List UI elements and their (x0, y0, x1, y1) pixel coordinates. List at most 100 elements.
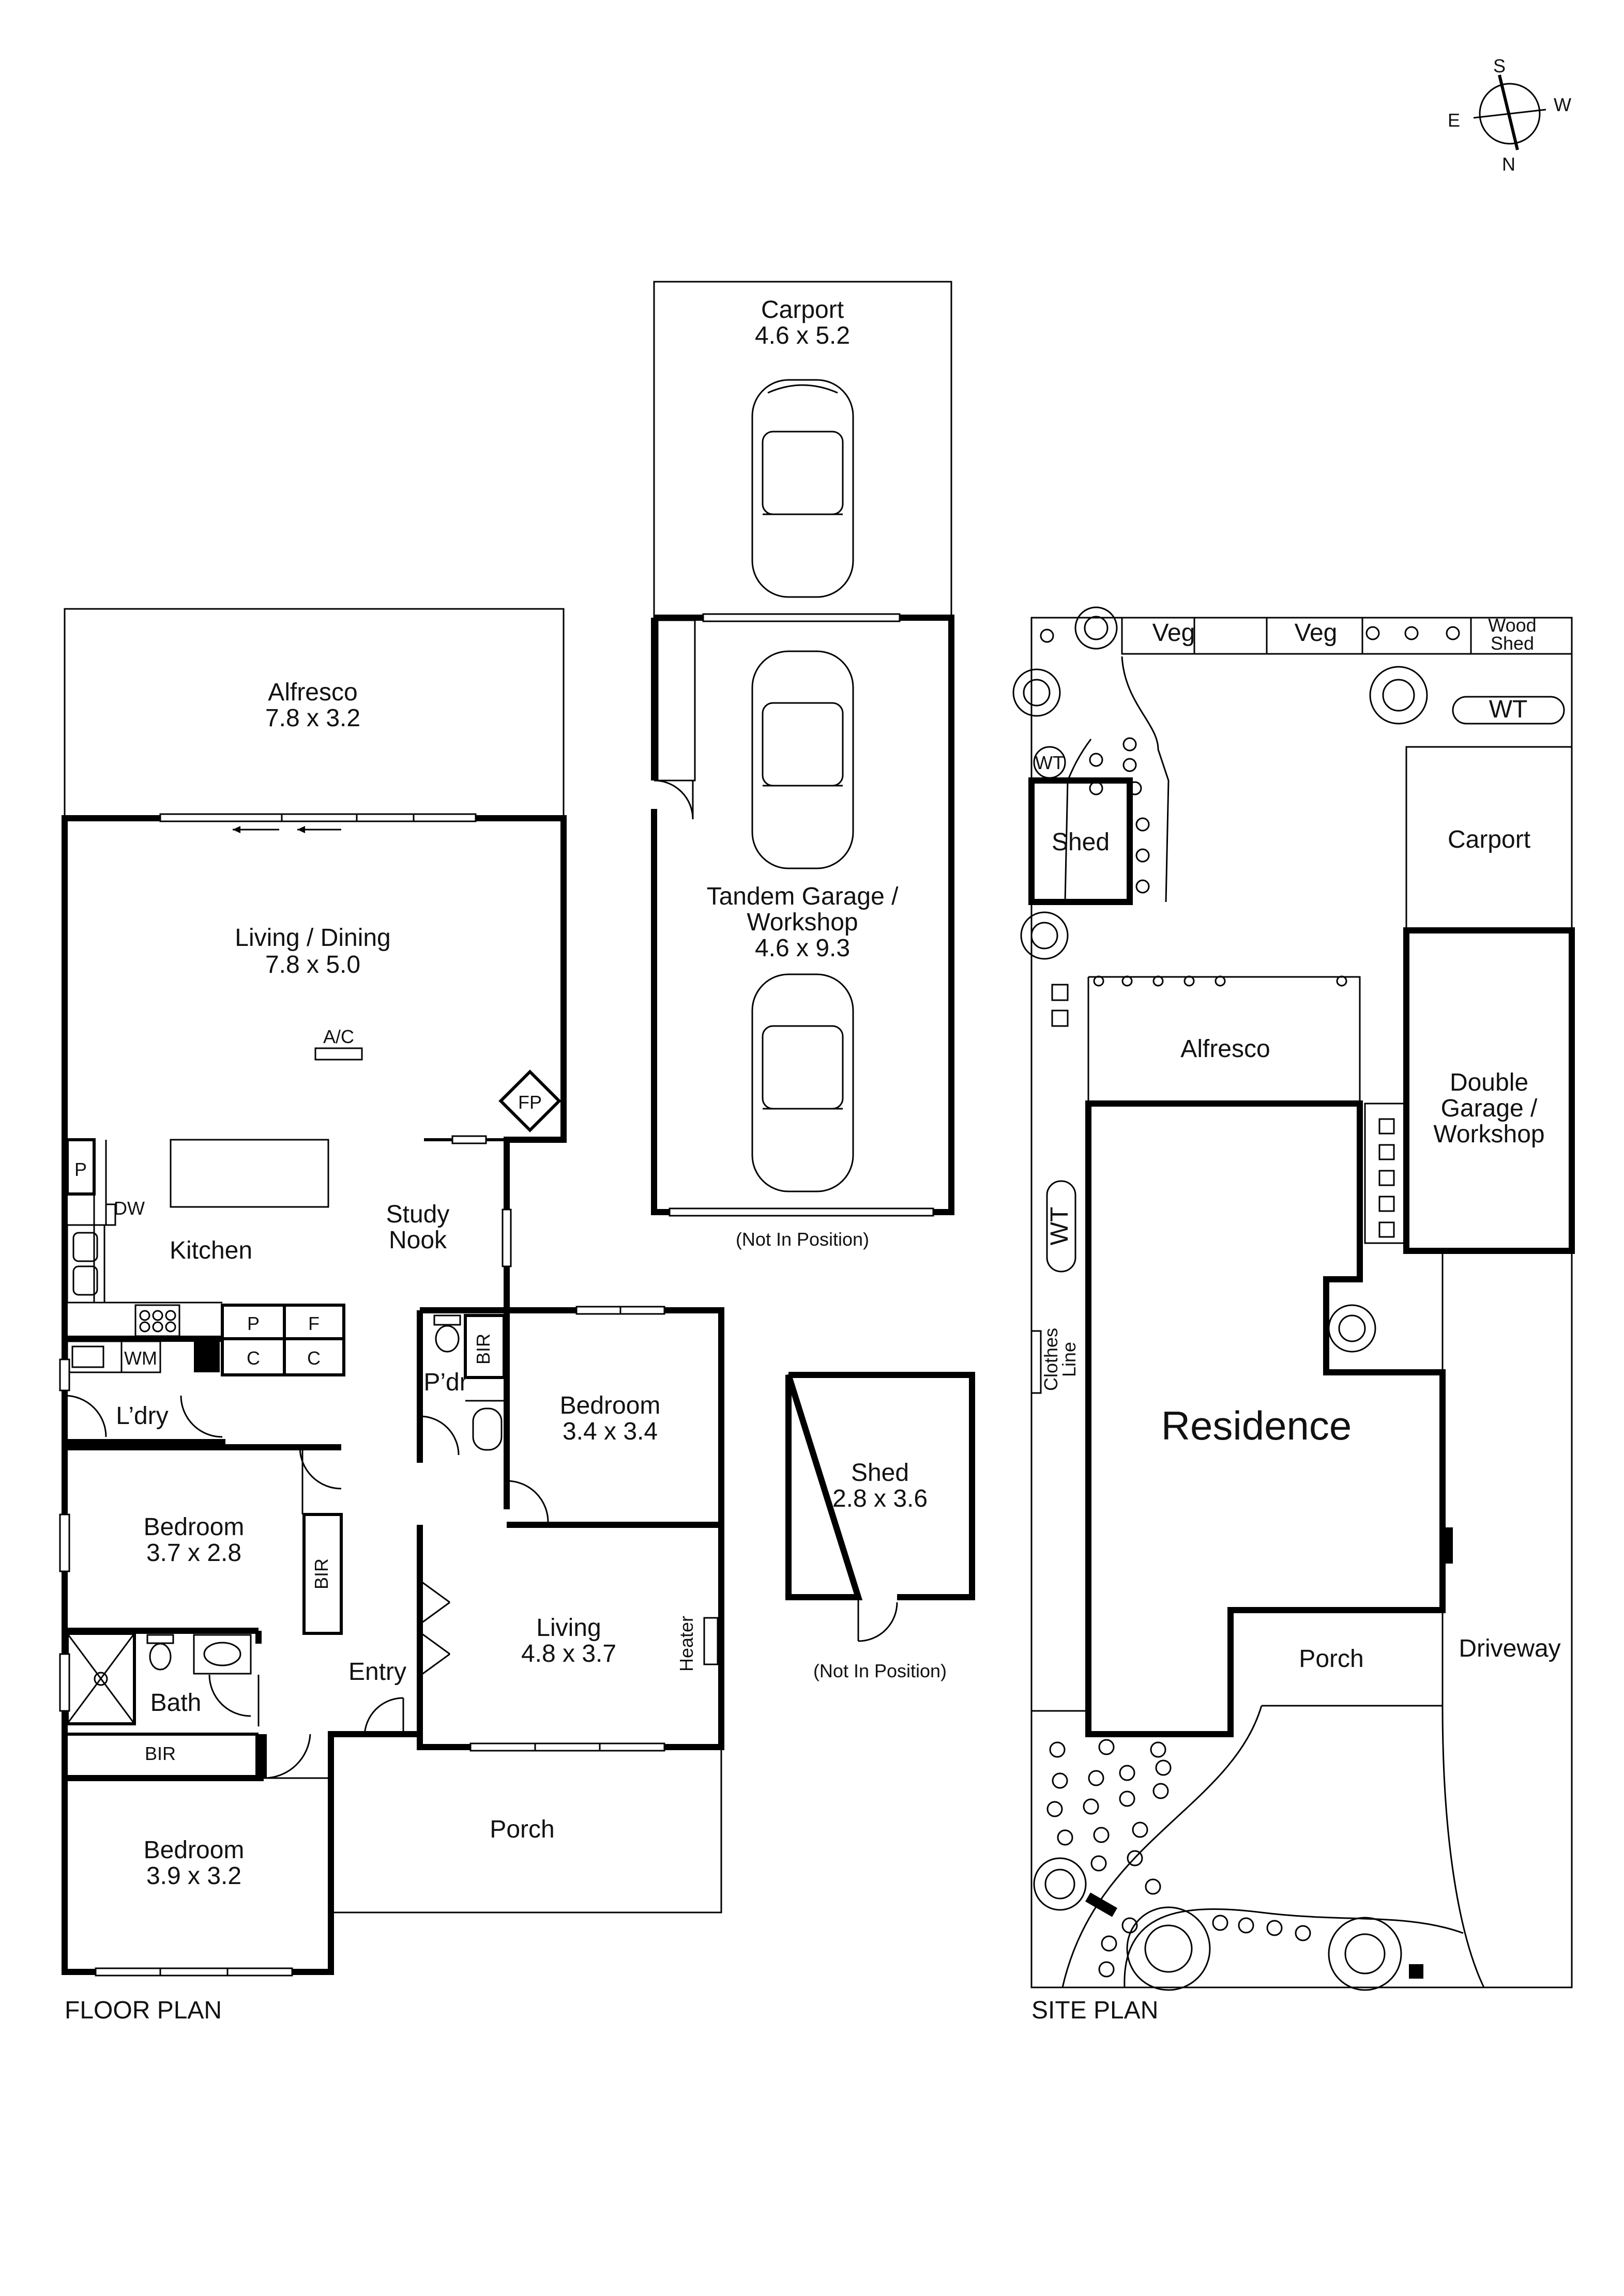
alfresco-label: Alfresco (268, 679, 357, 706)
toilet (435, 1325, 460, 1353)
living-size: 4.8 x 3.7 (521, 1640, 616, 1667)
tree-icon (1126, 1906, 1211, 1991)
compass: S W E N (1448, 55, 1571, 175)
bedroom-37-label: Bedroom (144, 1513, 245, 1541)
water-tank-side (1046, 1180, 1076, 1273)
site-shed-label: Shed (1052, 829, 1110, 856)
ac-label: A/C (323, 1026, 354, 1047)
sliding-door (159, 813, 477, 822)
floor-plan-title: FLOOR PLAN (65, 1997, 222, 2024)
garage-label-1: Tandem Garage / (707, 883, 899, 910)
compass-s: S (1493, 55, 1506, 76)
wt-small-label: WT (1035, 752, 1064, 773)
car-icon (751, 379, 854, 598)
heater-label: Heater (676, 1616, 697, 1672)
cupboard-f-label: F (308, 1313, 320, 1334)
clothes-line-label-2: Line (1058, 1342, 1080, 1377)
bedroom-34-label: Bedroom (560, 1392, 661, 1419)
bir-powder-label: BIR (473, 1334, 494, 1365)
porch-outline (331, 1747, 722, 1914)
bir-bedroom-37-label: BIR (311, 1558, 332, 1589)
tree-icon (1020, 911, 1069, 960)
heater (703, 1617, 719, 1665)
kitchen-label: Kitchen (170, 1237, 252, 1264)
site-carport-label: Carport (1448, 826, 1530, 853)
site-porch-label: Porch (1299, 1645, 1363, 1673)
wood-shed (1470, 617, 1573, 655)
clothes-line-label-1: Clothes (1040, 1328, 1061, 1391)
cupboard-c1-label: C (247, 1348, 260, 1369)
washing-machine (120, 1340, 161, 1373)
compass-n: N (1502, 154, 1515, 175)
pantry-label: P (74, 1159, 87, 1180)
bir-powder (464, 1314, 506, 1379)
dw-label: DW (114, 1198, 145, 1219)
water-tank (1452, 696, 1565, 725)
compass-e: E (1448, 110, 1460, 131)
wood-shed-label-1: Wood (1488, 615, 1536, 636)
site-garage-label-1: Double (1450, 1069, 1528, 1096)
laundry-column (194, 1341, 220, 1372)
bir-bedroom-37 (302, 1513, 343, 1635)
cupboard-c2 (283, 1337, 345, 1376)
kitchen-island (170, 1139, 329, 1208)
site-alfresco-label: Alfresco (1180, 1035, 1270, 1063)
site-boundary (1030, 617, 1573, 1988)
shrub-icons (1040, 626, 1460, 894)
bir-bath-label: BIR (145, 1743, 176, 1764)
powder-label: P’dr (423, 1369, 467, 1396)
alfresco-size: 7.8 x 3.2 (265, 705, 360, 732)
cupboard-p-label: P (247, 1313, 260, 1334)
study-label-2: Nook (389, 1227, 447, 1254)
wm-label: WM (124, 1348, 157, 1369)
vanity (472, 1407, 503, 1451)
tree-icon (1074, 606, 1118, 650)
garage-size: 4.6 x 9.3 (755, 935, 850, 962)
kitchen-sink (66, 1224, 105, 1304)
site-plan: Veg Veg Wood Shed WT WT (1012, 606, 1575, 2024)
carport-size: 4.6 x 5.2 (755, 322, 850, 349)
tree-icon (1369, 666, 1428, 725)
ac-unit (314, 1047, 363, 1061)
site-shed (1028, 777, 1133, 905)
tree-icon (1012, 668, 1061, 717)
bedroom-34-size: 3.4 x 3.4 (563, 1418, 658, 1445)
bath-label: Bath (150, 1689, 202, 1717)
compass-w: W (1554, 94, 1571, 115)
shrub-icons (1093, 975, 1347, 987)
bath-toilet (149, 1643, 172, 1671)
garage-note: (Not In Position) (736, 1229, 869, 1250)
entry-label: Entry (348, 1658, 406, 1686)
cupboard-c2-label: C (307, 1348, 321, 1369)
laundry-label: L’dry (116, 1402, 168, 1430)
living-label: Living (536, 1614, 601, 1642)
site-garage-label-3: Workshop (1433, 1121, 1544, 1148)
wood-shed-label-2: Shed (1491, 633, 1534, 654)
garage-block: Carport 4.6 x 5.2 Tandem Garage / Worksh… (651, 281, 954, 1250)
garage-label-2: Workshop (747, 909, 858, 936)
clothes-line (1030, 1330, 1042, 1394)
shed-label: Shed (851, 1459, 909, 1487)
shed-block: Shed 2.8 x 3.6 (Not In Position) (785, 1372, 975, 1681)
shed-note: (Not In Position) (813, 1660, 947, 1681)
bedroom-39-size: 3.9 x 3.2 (146, 1862, 241, 1890)
floor-plan: Alfresco 7.8 x 3.2 Living / Dining 7.8 x… (59, 608, 724, 2024)
site-garage-label-2: Garage / (1441, 1095, 1538, 1122)
living-dining-label: Living / Dining (235, 924, 391, 952)
tree-icon (1033, 1857, 1087, 1911)
porch-label: Porch (490, 1816, 554, 1843)
tree-icon (1328, 1917, 1402, 1991)
bedroom-39-label: Bedroom (144, 1836, 245, 1864)
residence-label: Residence (1161, 1403, 1352, 1448)
north-needle (1498, 74, 1519, 150)
study-label-1: Study (386, 1201, 450, 1228)
veg-label-1: Veg (1152, 619, 1195, 647)
living-dining-size: 7.8 x 5.0 (265, 951, 360, 978)
shed-size: 2.8 x 3.6 (832, 1485, 928, 1512)
bedroom-37-size: 3.7 x 2.8 (146, 1539, 241, 1567)
wt-top-label: WT (1489, 696, 1528, 723)
carport-label: Carport (761, 296, 844, 324)
site-plan-title: SITE PLAN (1031, 1997, 1158, 2024)
site-double-garage (1403, 927, 1575, 1254)
